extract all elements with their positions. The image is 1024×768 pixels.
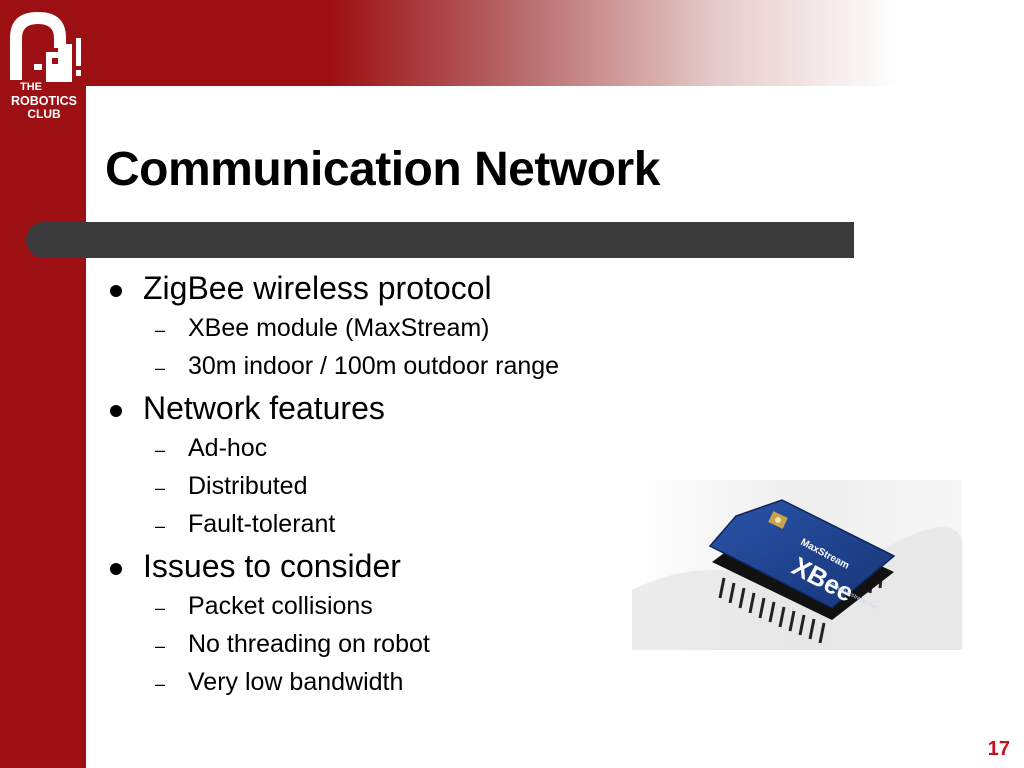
sub-bullet-item: Fault-tolerant (188, 510, 336, 538)
sub-bullet-item: Packet collisions (188, 592, 373, 620)
logo-text-club: CLUB (27, 107, 61, 121)
bullet-item: Issues to consider (143, 548, 401, 584)
bullet-dot (110, 563, 122, 575)
sub-bullet-item: Ad-hoc (188, 434, 268, 462)
robotics-club-logo: THE ROBOTICS CLUB (6, 8, 82, 120)
xbee-module-icon: MaxStream XBee www.maxstream.net (632, 480, 962, 650)
title-underline-bar (26, 222, 854, 258)
logo-text-the: THE (20, 81, 42, 93)
sub-bullet-dash: – (155, 320, 166, 340)
bullet-item: ZigBee wireless protocol (143, 270, 492, 306)
sub-bullet-item: XBee module (MaxStream) (188, 314, 490, 342)
sub-bullet-item: No threading on robot (188, 630, 430, 658)
bullet-dot (110, 405, 122, 417)
sub-bullet-dash: – (155, 358, 166, 378)
left-frame-band (0, 0, 86, 768)
sub-bullet-dash: – (155, 674, 166, 694)
sub-bullet-item: Very low bandwidth (188, 668, 404, 696)
bullet-dot (110, 285, 122, 297)
bullet-item: Network features (143, 390, 385, 426)
xbee-module-image: MaxStream XBee www.maxstream.net (632, 480, 962, 650)
top-frame-band (0, 0, 1024, 86)
sub-bullet-dash: – (155, 440, 166, 460)
sub-bullet-item: Distributed (188, 472, 308, 500)
sub-bullet-item: 30m indoor / 100m outdoor range (188, 352, 560, 380)
sub-bullet-dash: – (155, 598, 166, 618)
sub-bullet-dash: – (155, 516, 166, 536)
robot-arch-icon (10, 12, 81, 82)
page-number: 17 (987, 738, 1010, 760)
content-panel (86, 86, 1024, 768)
sub-bullet-dash: – (155, 636, 166, 656)
logo-text-robotics: ROBOTICS (11, 94, 77, 108)
sub-bullet-dash: – (155, 478, 166, 498)
slide-title: Communication Network (105, 143, 660, 196)
